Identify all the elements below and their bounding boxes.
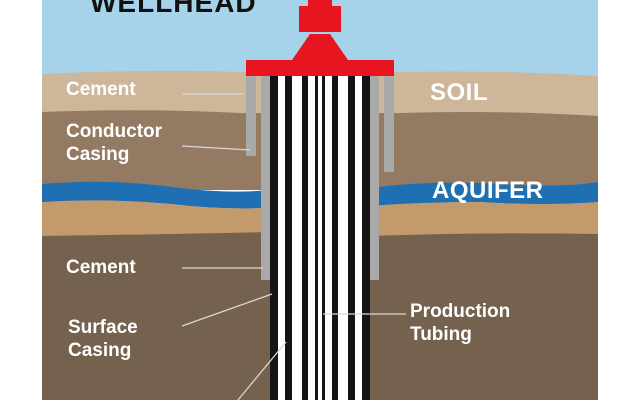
wellhead-flange [246,60,394,76]
aquifer-right [370,182,598,208]
production-tubing-left [315,76,318,400]
intermediate-casing-right [348,76,355,400]
label-surface-line1: Surface [68,317,138,338]
sand-layer-left [42,200,270,238]
production-casing-left [302,76,308,400]
label-cement-top: Cement [66,79,136,100]
sand-layer-right [370,202,598,238]
surface-casing-right [362,76,370,400]
label-cement-bottom: Cement [66,257,136,278]
label-conductor-line1: Conductor [66,121,163,142]
label-conductor-line2: Casing [66,144,130,166]
wellhead-cap [308,0,332,8]
label-surface-casing: Surface Casing [68,316,138,362]
production-tubing-right [322,76,325,400]
label-surface-line2: Casing [68,340,132,362]
label-conductor-casing: Conductor Casing [66,120,162,166]
conductor-casing-right [384,76,394,172]
leader-bottom [237,341,287,400]
surface-cement-right [370,76,379,280]
label-production-tubing: Production Tubing [410,300,510,346]
wellhead-valve [299,6,341,32]
label-production-line1: Production [410,301,511,322]
aquifer-left [42,181,270,209]
leader-conductor-casing [181,145,251,151]
surface-cement-left [261,76,270,280]
label-soil: SOIL [430,79,489,106]
intermediate-casing-left [285,76,292,400]
conductor-casing-left [246,76,256,156]
production-casing-right [332,76,338,400]
label-production-line2: Tubing [410,324,472,346]
surface-casing-left [270,76,278,400]
label-aquifer: AQUIFER [432,177,544,204]
wellhead-body [292,34,348,60]
leader-lines [181,93,406,400]
leader-surface-casing [181,293,273,327]
title-wellhead: WELLHEAD [90,0,257,18]
